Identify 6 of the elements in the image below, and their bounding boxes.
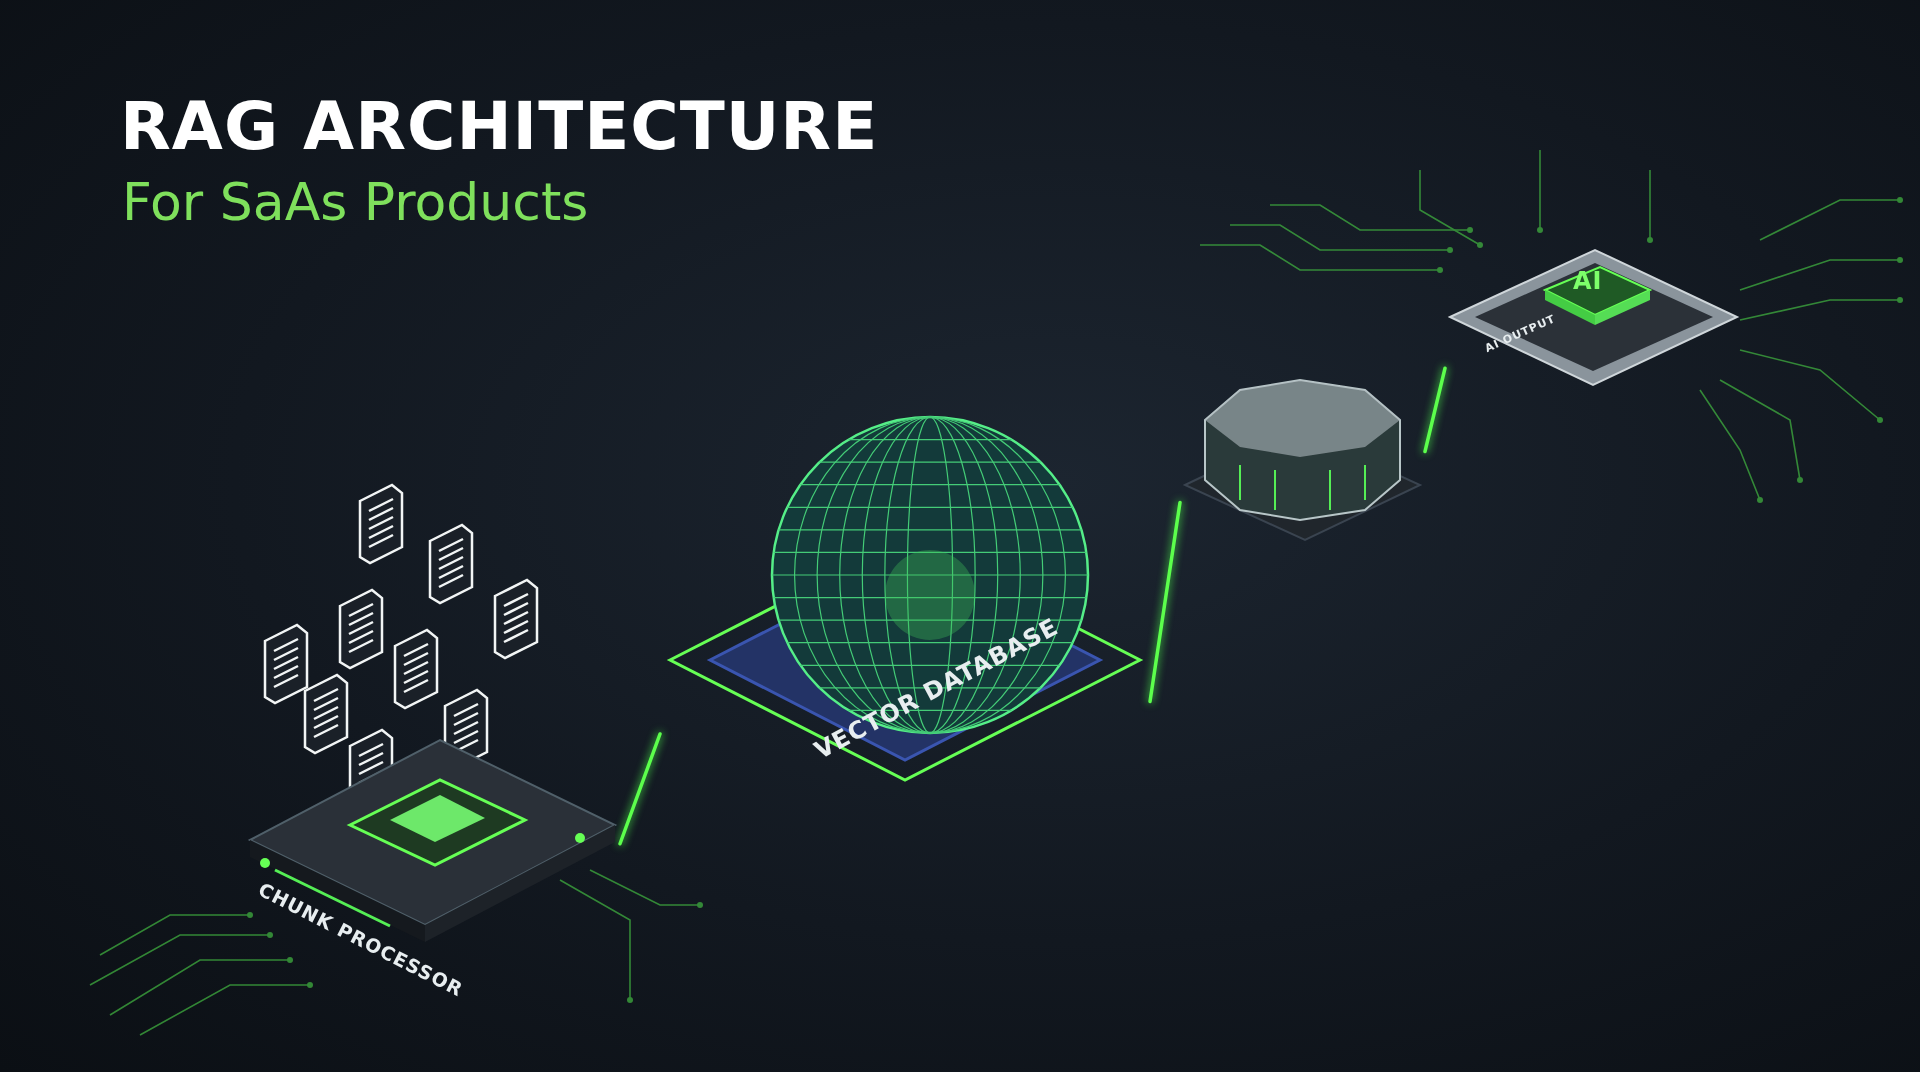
connector-line — [618, 732, 662, 846]
connector-line — [1148, 500, 1182, 704]
connector-line — [1423, 366, 1447, 454]
chip-label: AI — [1573, 267, 1603, 295]
title: RAG ARCHITECTURE — [120, 88, 879, 165]
subtitle: For SaAs Products — [122, 172, 589, 232]
